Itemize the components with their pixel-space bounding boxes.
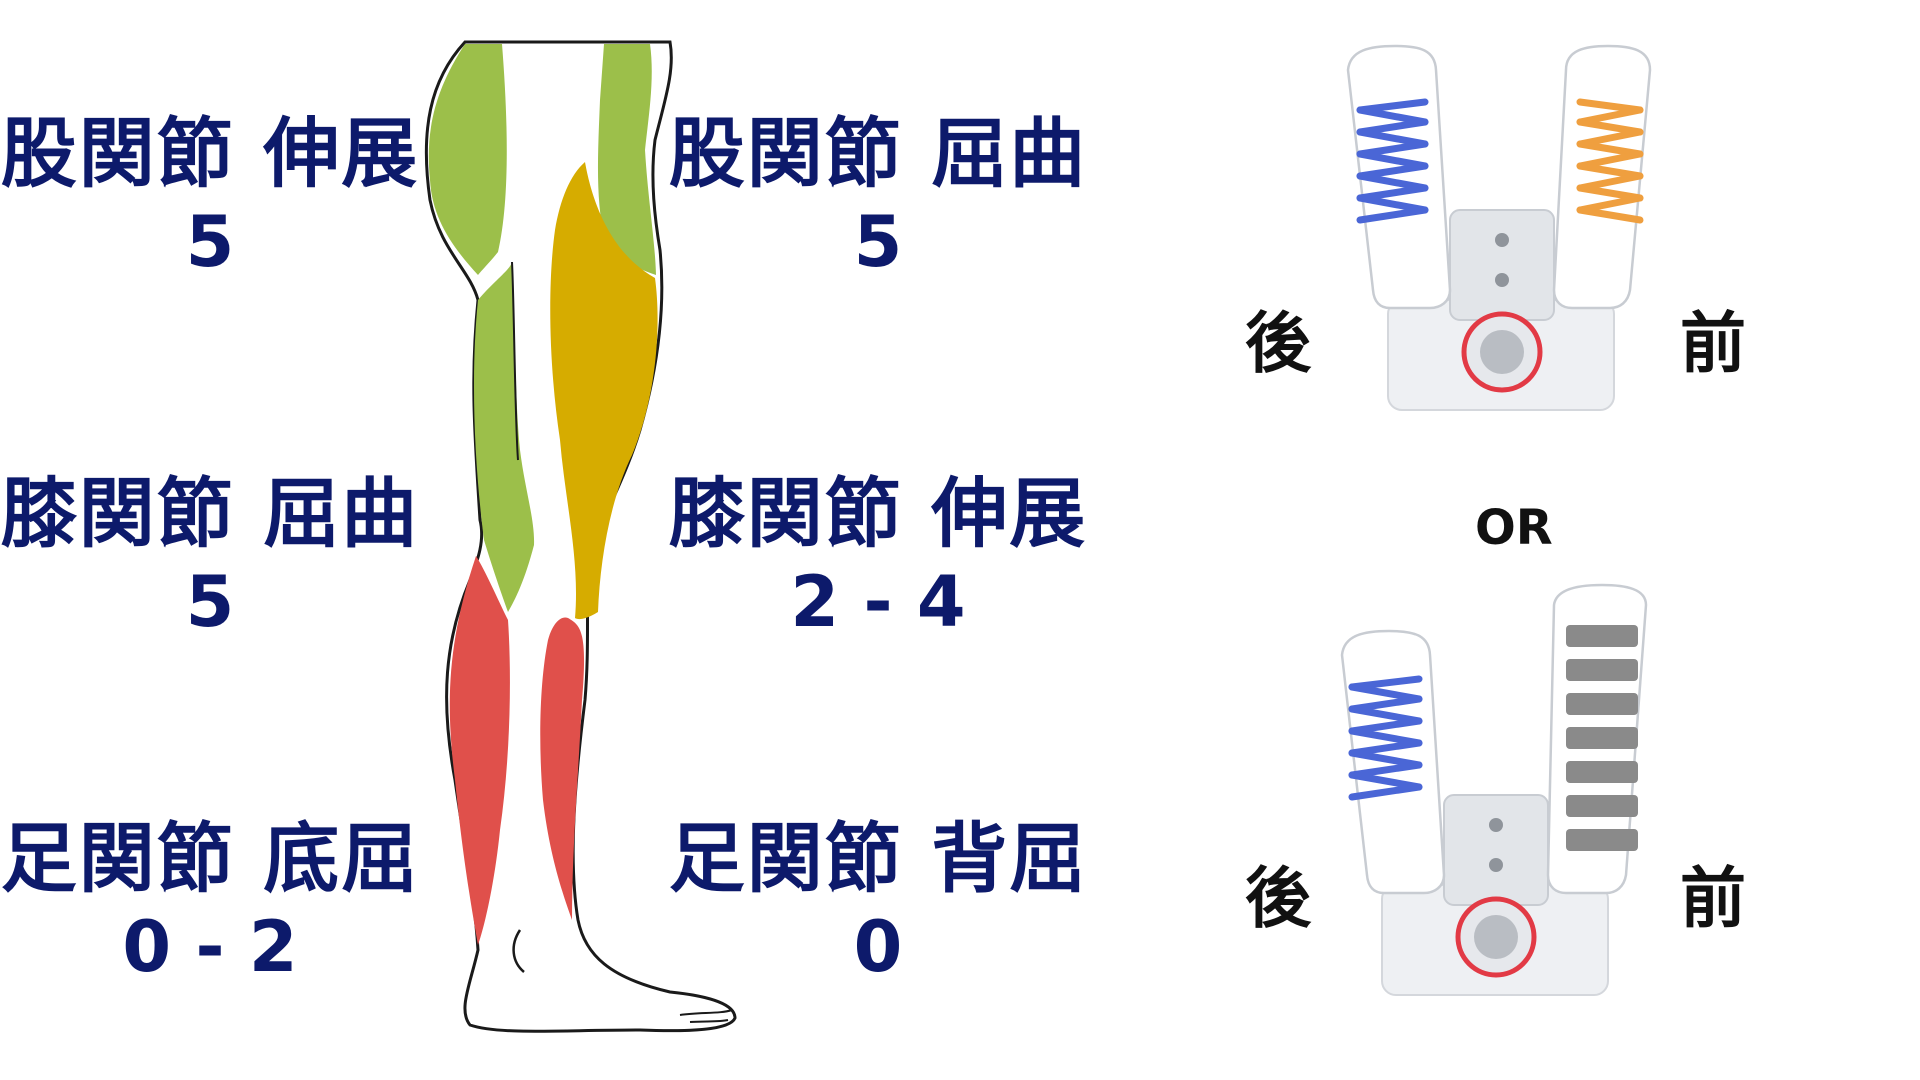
muscle-calf-back bbox=[449, 556, 510, 945]
hinge-hub bbox=[1474, 915, 1518, 959]
label-name: 足関節 背屈 bbox=[668, 814, 1088, 903]
knee-line bbox=[511, 261, 519, 461]
back-spring bbox=[1348, 675, 1423, 801]
label-name: 股関節 屈曲 bbox=[668, 109, 1088, 198]
device-2-front-label: 前 bbox=[1680, 860, 1746, 937]
back-spring bbox=[1356, 98, 1429, 224]
screw bbox=[1495, 273, 1509, 287]
label-value: 0 - 2 bbox=[122, 906, 298, 988]
label-hip-flexion: 股関節 屈曲 5 bbox=[668, 110, 1088, 286]
label-name: 膝関節 屈曲 bbox=[0, 469, 420, 558]
label-value: 5 bbox=[853, 201, 903, 283]
muscle-hamstring bbox=[473, 262, 535, 612]
ankle-curve bbox=[512, 929, 525, 973]
screw bbox=[1489, 858, 1503, 872]
device-1-back-label: 後 bbox=[1245, 305, 1311, 382]
label-name: 膝関節 伸展 bbox=[668, 469, 1088, 558]
front-spring bbox=[1576, 98, 1644, 224]
device-2 bbox=[1340, 583, 1648, 996]
label-ankle-plantarflexion: 足関節 底屈 0 - 2 bbox=[0, 815, 420, 991]
device-bracket bbox=[1449, 209, 1555, 321]
muscle-thigh-back bbox=[428, 44, 507, 275]
label-value: 5 bbox=[185, 201, 235, 283]
label-value: 5 bbox=[185, 561, 235, 643]
muscle-shin-front bbox=[540, 617, 585, 920]
device-1 bbox=[1346, 44, 1652, 411]
label-knee-flexion: 膝関節 屈曲 5 bbox=[0, 470, 420, 646]
label-hip-extension: 股関節 伸展 5 bbox=[0, 110, 420, 286]
label-value: 0 bbox=[853, 906, 903, 988]
hinge-hub bbox=[1480, 330, 1524, 374]
muscle-thigh-front-upper bbox=[597, 44, 656, 275]
front-spring bbox=[1566, 625, 1638, 851]
label-knee-extension: 膝関節 伸展 2 - 4 bbox=[668, 470, 1088, 646]
label-value: 2 - 4 bbox=[790, 561, 966, 643]
device-2-back-label: 後 bbox=[1245, 860, 1311, 937]
label-ankle-dorsiflexion: 足関節 背屈 0 bbox=[668, 815, 1088, 991]
muscle-quadriceps bbox=[550, 162, 658, 620]
label-name: 股関節 伸展 bbox=[0, 109, 420, 198]
device-1-front-label: 前 bbox=[1680, 305, 1746, 382]
label-name: 足関節 底屈 bbox=[0, 814, 420, 903]
device-bracket bbox=[1443, 794, 1549, 906]
or-separator: OR bbox=[1475, 500, 1553, 556]
screw bbox=[1495, 233, 1509, 247]
toes bbox=[679, 1009, 733, 1023]
screw bbox=[1489, 818, 1503, 832]
